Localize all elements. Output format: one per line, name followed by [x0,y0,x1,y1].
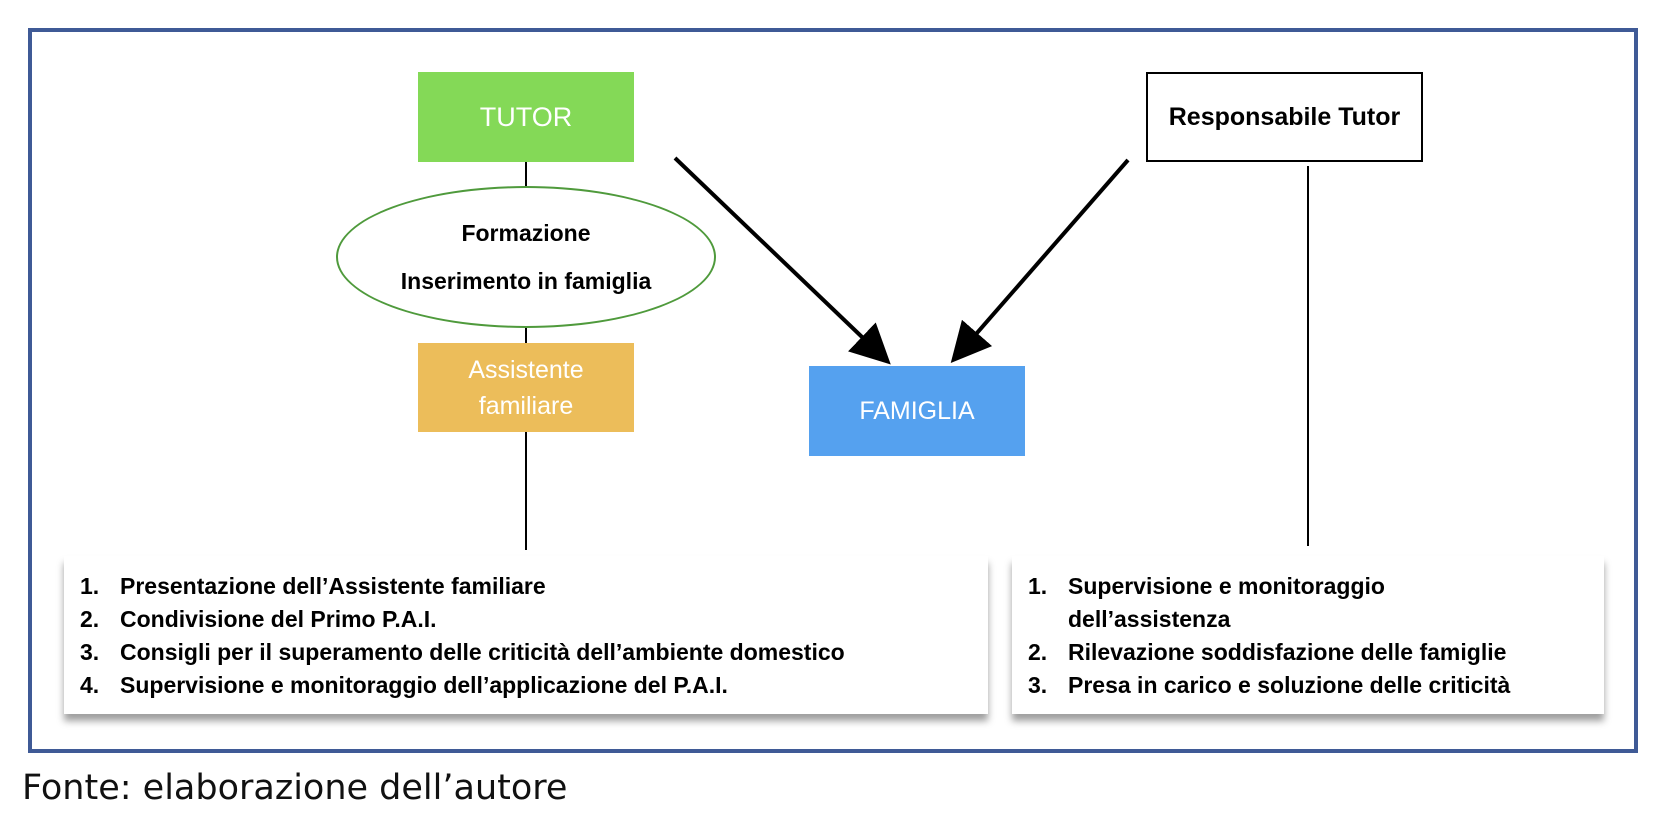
famiglia-label: FAMIGLIA [859,396,975,425]
tutor-box: TUTOR [418,72,634,162]
list-item: 2. Rilevazione soddisfazione delle famig… [1028,639,1507,665]
responsabile-tasks-panel: 1. Supervisione e monitoraggio dell’assi… [1012,556,1604,714]
assistente-label-line1: Assistente [468,355,584,384]
list-item: 3. Consigli per il superamento delle cri… [80,639,845,665]
list-item: 3. Presa in carico e soluzione delle cri… [1028,672,1511,698]
assistente-tasks-list: 1. Presentazione dell’Assistente familia… [64,556,988,702]
ellipse-line-inserimento: Inserimento in famiglia [400,268,652,294]
assistente-familiare-box: Assistente familiare [418,343,634,432]
list-item: 4. Supervisione e monitoraggio dell’appl… [80,672,728,698]
tutor-label: TUTOR [479,101,573,132]
ellipse-line-formazione: Formazione [461,220,591,246]
arrow-tutor-famiglia [673,156,891,365]
list-item: 1. Supervisione e monitoraggio dell’assi… [1028,573,1385,632]
list-item: 2. Condivisione del Primo P.A.I. [80,606,437,632]
responsabile-tutor-box: Responsabile Tutor [1146,72,1423,162]
figure-caption: Fonte: elaborazione dell’autore [22,768,568,808]
famiglia-box: FAMIGLIA [809,366,1025,456]
arrow-responsabile-famiglia [950,158,1130,364]
assistente-label-line2: familiare [478,391,574,420]
responsabile-tasks-list: 1. Supervisione e monitoraggio dell’assi… [1012,556,1604,702]
list-item: 1. Presentazione dell’Assistente familia… [80,573,546,599]
responsabile-tutor-label: Responsabile Tutor [1168,102,1401,131]
formazione-ellipse: Formazione Inserimento in famiglia [336,186,716,328]
assistente-tasks-panel: 1. Presentazione dell’Assistente familia… [64,556,988,714]
